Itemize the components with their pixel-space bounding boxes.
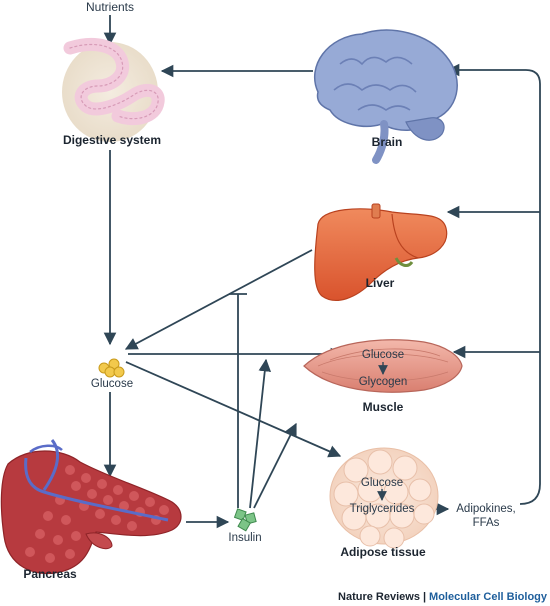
pancreas-label: Pancreas [23, 567, 77, 581]
credit-line: Nature Reviews|Molecular Cell Biology [338, 591, 548, 603]
nutrients-label: Nutrients [86, 0, 134, 14]
insulin-label: Insulin [228, 532, 261, 544]
adipose-tissue-label: Adipose tissue [340, 545, 426, 559]
digestive-system-label: Digestive system [63, 133, 161, 147]
arrow-insulin-to-muscle [249, 358, 272, 509]
pancreas-icon [0, 439, 182, 575]
insulin-molecules-icon [233, 508, 257, 532]
muscle-glycogen-label: Glycogen [359, 376, 408, 388]
credit-separator: | [423, 591, 426, 603]
arrow-liver-to-glucose [124, 249, 313, 350]
muscle-glucose-label: Glucose [362, 349, 404, 361]
muscle-icon [303, 339, 463, 393]
brain-icon [313, 29, 458, 164]
liver-label: Liver [366, 276, 395, 290]
arrow-feedback-to-brain [446, 63, 541, 505]
flow-arrows [103, 15, 541, 529]
fat-cells-icon [329, 447, 439, 549]
adipose-glucose-label: Glucose [361, 477, 403, 489]
intestine-icon [62, 38, 165, 142]
arrow-glucose-to-adipose [125, 361, 342, 458]
liver-icon [314, 203, 448, 301]
glucose-label: Glucose [91, 378, 133, 390]
credit-publisher: Nature Reviews [338, 591, 420, 603]
arrow-insulin-to-adipose [253, 422, 297, 509]
glucose-molecules-icon [98, 358, 125, 378]
brain-label: Brain [372, 135, 403, 149]
adipokines-label: Adipokines, [456, 503, 515, 515]
adipose-triglycerides-label: Triglycerides [350, 503, 415, 515]
ffas-label: FFAs [473, 517, 500, 529]
muscle-label: Muscle [363, 400, 404, 414]
credit-journal: Molecular Cell Biology [429, 591, 548, 603]
